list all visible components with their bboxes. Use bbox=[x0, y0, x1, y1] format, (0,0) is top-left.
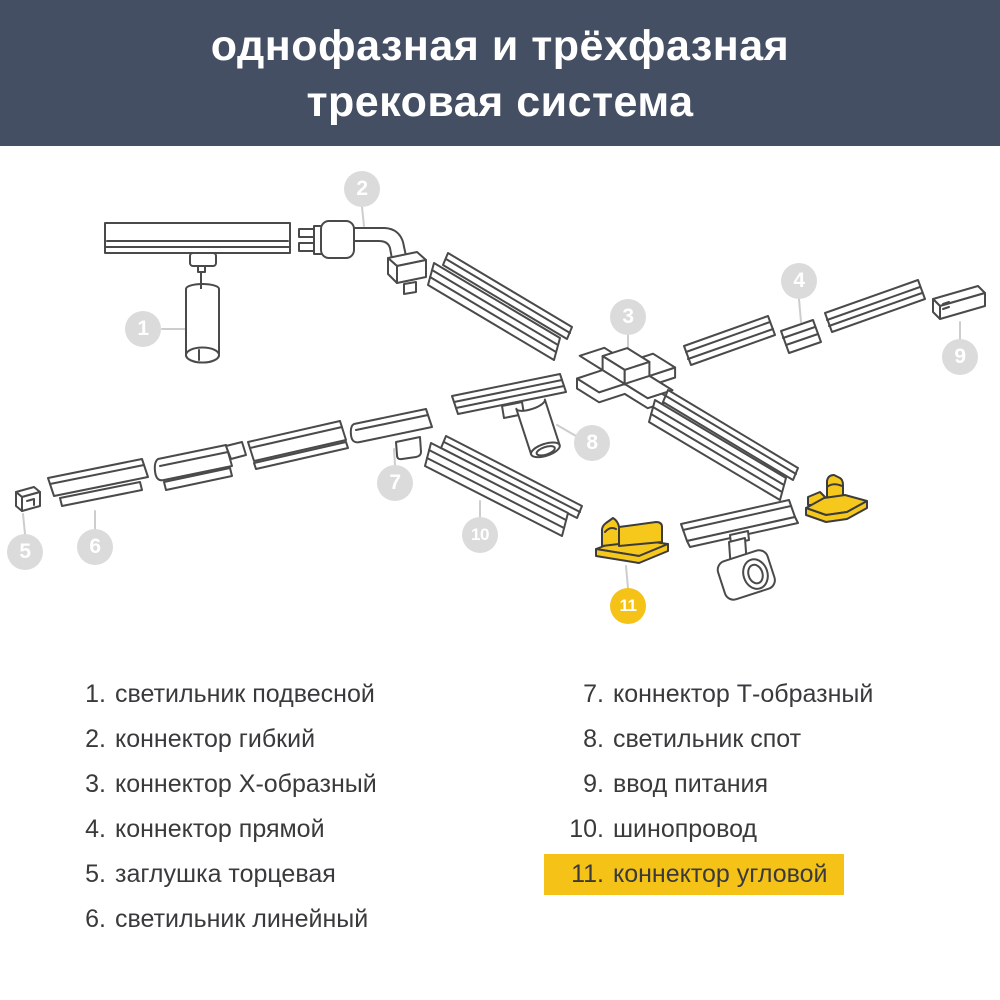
legend-item-3: 3. коннектор Х-образный bbox=[60, 762, 377, 807]
leader-lines bbox=[22, 206, 961, 589]
diagram-marker-6: 6 bbox=[77, 529, 113, 565]
track-segment-right-outer bbox=[824, 279, 926, 333]
legend-item-9: 9. ввод питания bbox=[544, 762, 873, 807]
legend-item-number: 11. bbox=[571, 860, 604, 888]
legend-item-label: коннектор гибкий bbox=[115, 725, 316, 753]
legend-item-label: коннектор угловой bbox=[613, 860, 828, 888]
diagram-marker-9: 9 bbox=[942, 339, 978, 375]
part-10-track bbox=[424, 435, 583, 537]
track-segment-center bbox=[451, 373, 567, 415]
legend: 1. светильник подвесной 2. коннектор гибкий… bbox=[0, 672, 1000, 952]
legend-item-11: 11. коннектор угловой bbox=[544, 854, 844, 895]
legend-item-5: 5. заглушка торцевая bbox=[60, 852, 377, 897]
legend-column-left: 1. светильник подвесной 2. коннектор гибкий… bbox=[60, 672, 377, 942]
track-segment-right-inner bbox=[683, 315, 776, 366]
legend-item-number: 7. bbox=[583, 680, 604, 708]
legend-item-2: 2. коннектор гибкий bbox=[60, 717, 377, 762]
legend-item-label: ввод питания bbox=[613, 770, 769, 798]
track-segment-upper-left bbox=[427, 252, 573, 361]
page-title-line1: однофазная и трёхфазная bbox=[210, 22, 790, 70]
legend-item-1: 1. светильник подвесной bbox=[60, 672, 377, 717]
part-3-x-connector bbox=[576, 346, 677, 410]
legend-item-4: 4. коннектор прямой bbox=[60, 807, 377, 852]
diagram-marker-5: 5 bbox=[7, 534, 43, 570]
legend-item-8: 8. светильник спот bbox=[544, 717, 873, 762]
track-segment-left bbox=[247, 420, 349, 470]
part-1-pendant-light bbox=[104, 222, 291, 364]
legend-item-label: светильник спот bbox=[613, 725, 802, 753]
legend-item-number: 9. bbox=[583, 770, 604, 798]
legend-item-label: коннектор прямой bbox=[115, 815, 325, 843]
diagram-marker-4: 4 bbox=[781, 263, 817, 299]
diagram-marker-8: 8 bbox=[574, 425, 610, 461]
part-2-flexible-connector bbox=[298, 220, 427, 295]
legend-item-label: коннектор Х-образный bbox=[115, 770, 377, 798]
part-11-corner-connector-right bbox=[805, 474, 868, 523]
diagram-marker-7: 7 bbox=[377, 465, 413, 501]
part-5-end-cap bbox=[15, 486, 41, 512]
legend-item-number: 4. bbox=[85, 815, 106, 843]
part-8-spot-light bbox=[501, 398, 561, 459]
legend-item-number: 6. bbox=[85, 905, 106, 933]
diagram-marker-10: 10 bbox=[462, 517, 498, 553]
diagram-marker-11: 11 bbox=[610, 588, 646, 624]
legend-item-label: шинопровод bbox=[613, 815, 758, 843]
legend-item-number: 1. bbox=[85, 680, 106, 708]
legend-item-6: 6. светильник линейный bbox=[60, 897, 377, 942]
part-6-linear-light bbox=[47, 458, 149, 507]
legend-column-right: 7. коннектор Т-образный 8. светильник спот 9… bbox=[544, 672, 873, 895]
legend-item-number: 3. bbox=[85, 770, 106, 798]
legend-item-10: 10. шинопровод bbox=[544, 807, 873, 852]
part-4-straight-connector bbox=[780, 319, 822, 354]
diagram-marker-3: 3 bbox=[610, 299, 646, 335]
legend-item-number: 2. bbox=[85, 725, 106, 753]
legend-item-label: заглушка торцевая bbox=[115, 860, 336, 888]
diagram-marker-1: 1 bbox=[125, 311, 161, 347]
legend-item-number: 8. bbox=[583, 725, 604, 753]
diagram-marker-2: 2 bbox=[344, 171, 380, 207]
legend-item-label: светильник линейный bbox=[115, 905, 369, 933]
part-7-t-connector bbox=[349, 408, 433, 461]
part-square-spot-light bbox=[716, 530, 776, 601]
legend-item-label: коннектор Т-образный bbox=[613, 680, 874, 708]
legend-item-label: светильник подвесной bbox=[115, 680, 375, 708]
legend-item-number: 10. bbox=[569, 815, 604, 843]
track-segment-lower-right bbox=[648, 389, 799, 501]
page-title-line2: трековая система bbox=[306, 78, 694, 126]
legend-item-number: 5. bbox=[85, 860, 106, 888]
part-9-power-input bbox=[932, 285, 986, 320]
header: однофазная и трёхфазная трековая система bbox=[0, 0, 1000, 146]
part-11-corner-connector-left bbox=[595, 517, 669, 564]
part-mid-connector bbox=[153, 441, 247, 491]
legend-item-7: 7. коннектор Т-образный bbox=[544, 672, 873, 717]
